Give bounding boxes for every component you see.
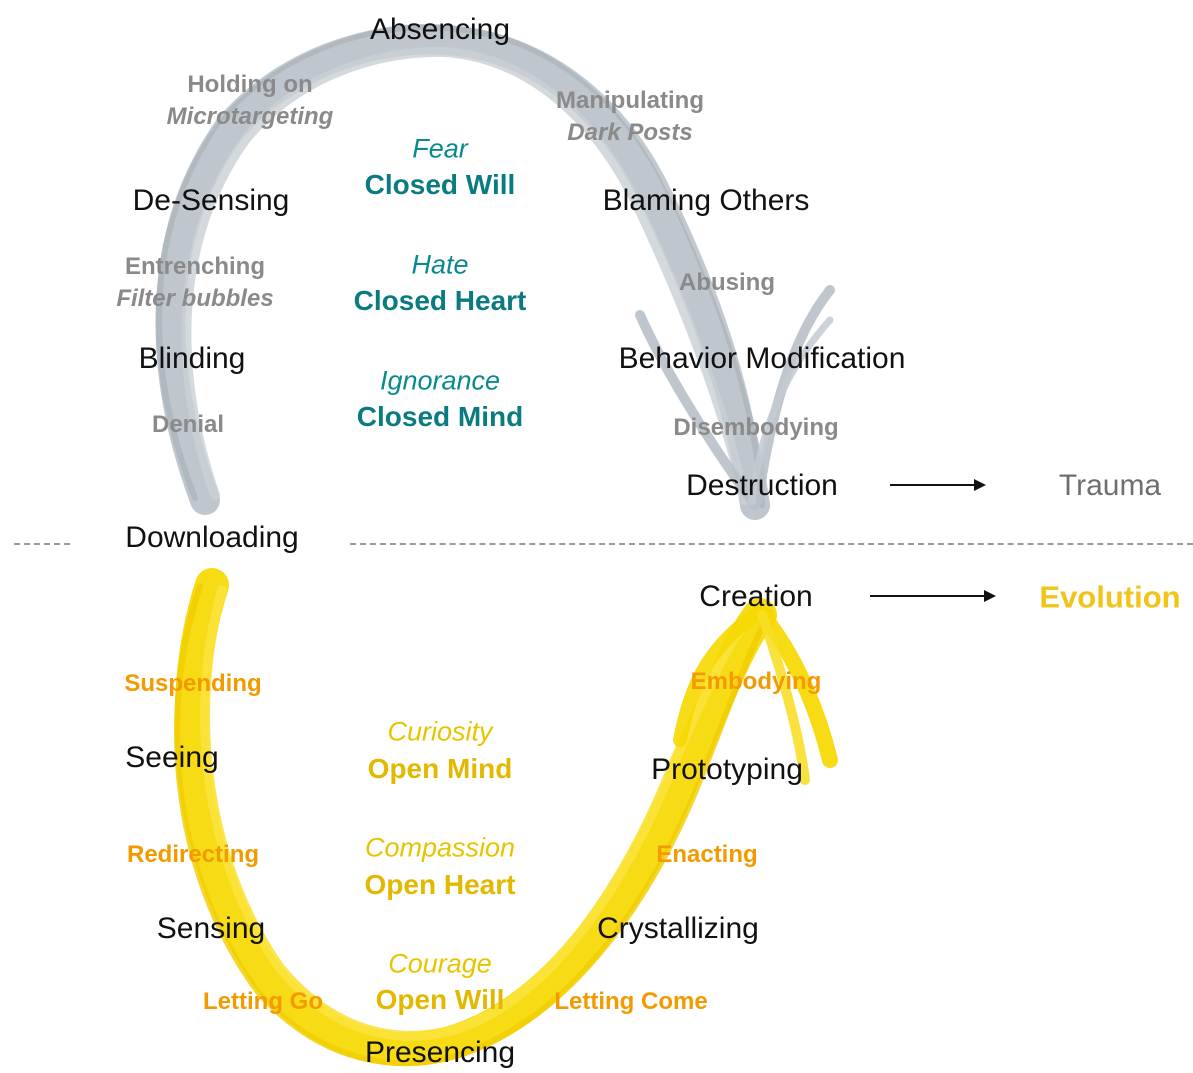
label-letting-come: Letting Come: [554, 988, 708, 1015]
arrow-shaft: [890, 484, 976, 486]
arrow-destruction-to-trauma: [890, 479, 986, 491]
arrow-head: [984, 590, 996, 602]
arrow-head: [974, 479, 986, 491]
label-sensing: Sensing: [156, 912, 266, 945]
label-courage: Courage: [388, 948, 492, 979]
label-evolution: Evolution: [1039, 579, 1181, 615]
label-creation: Creation: [699, 580, 813, 613]
gray-arc-inner-stroke: [181, 46, 750, 505]
label-closed-will: Closed Will: [364, 169, 516, 200]
label-denial: Denial: [151, 411, 225, 438]
label-redirecting: Redirecting: [126, 841, 260, 868]
divider-right-segment: [350, 543, 1193, 545]
label-holding-on: Holding on: [187, 71, 313, 98]
label-open-mind: Open Mind: [367, 753, 513, 784]
gray-absencing-arc: [155, 24, 835, 520]
divider-left-segment: [14, 543, 70, 545]
label-embodying: Embodying: [690, 668, 822, 695]
label-absencing: Absencing: [369, 13, 511, 46]
yellow-arrow-feather-1: [752, 604, 838, 768]
label-microtargeting: Microtargeting: [166, 103, 334, 130]
label-abusing: Abusing: [679, 269, 775, 296]
arrow-shaft: [870, 595, 986, 597]
label-de-sensing: De-Sensing: [132, 184, 290, 217]
yellow-arc-main-stroke: [174, 568, 777, 1067]
label-enacting: Enacting: [656, 841, 758, 868]
gray-arc-outer-stroke: [155, 24, 765, 508]
gray-arc-main-stroke: [155, 24, 770, 520]
label-fear: Fear: [412, 133, 468, 164]
label-behavior-modification: Behavior Modification: [618, 342, 906, 375]
label-suspending: Suspending: [124, 670, 262, 697]
label-destruction: Destruction: [686, 469, 838, 502]
label-downloading: Downloading: [125, 521, 299, 554]
label-closed-heart: Closed Heart: [353, 285, 527, 316]
label-prototyping: Prototyping: [651, 753, 803, 786]
gray-arrow-feather-1: [635, 310, 760, 510]
label-blinding: Blinding: [138, 342, 246, 375]
label-closed-mind: Closed Mind: [356, 401, 524, 432]
label-curiosity: Curiosity: [387, 716, 493, 747]
arrow-creation-to-evolution: [870, 590, 996, 602]
label-blaming-others: Blaming Others: [602, 184, 810, 217]
label-open-will: Open Will: [375, 984, 505, 1015]
label-ignorance: Ignorance: [379, 365, 501, 396]
label-compassion: Compassion: [364, 832, 516, 863]
label-hate: Hate: [411, 249, 469, 280]
yellow-arrow-feather-2: [673, 608, 762, 747]
label-manipulating: Manipulating: [556, 87, 704, 114]
label-letting-go: Letting Go: [203, 988, 323, 1015]
label-trauma: Trauma: [1058, 469, 1162, 502]
yellow-arrow-feather-3: [757, 610, 810, 785]
label-presencing: Presencing: [364, 1036, 516, 1069]
label-filter-bubbles: Filter bubbles: [116, 285, 274, 312]
gray-arrow-feather-3: [748, 316, 834, 506]
yellow-presencing-arc: [174, 568, 838, 1067]
label-entrenching: Entrenching: [124, 253, 266, 280]
yellow-arc-outer-stroke: [174, 583, 773, 1066]
label-disembodying: Disembodying: [673, 414, 839, 441]
label-open-heart: Open Heart: [364, 869, 516, 900]
label-seeing: Seeing: [125, 741, 219, 774]
label-dark-posts: Dark Posts: [567, 119, 693, 146]
label-crystallizing: Crystallizing: [597, 912, 759, 945]
